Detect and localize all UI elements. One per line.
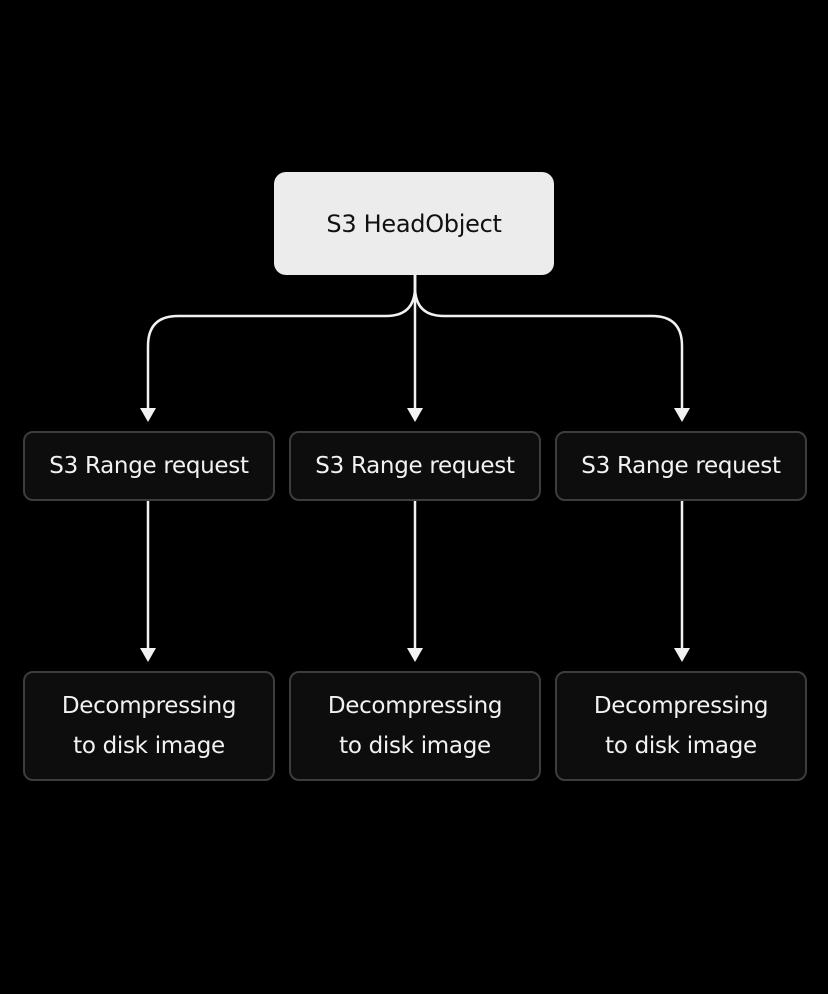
connector-root-to-range-1 — [146, 273, 417, 410]
node-decompressing-1-line1: Decompressing — [61, 693, 237, 719]
node-s3-range-request-1: S3 Range request — [23, 431, 275, 501]
node-decompressing-2-line1: Decompressing — [327, 693, 503, 719]
node-s3-headobject: S3 HeadObject — [274, 172, 554, 275]
node-decompressing-2: Decompressing to disk image — [289, 671, 541, 781]
connector-root-to-range-3 — [413, 273, 684, 410]
arrowhead-range-1 — [140, 408, 156, 422]
node-decompressing-3: Decompressing to disk image — [555, 671, 807, 781]
arrowhead-decompress-3 — [674, 648, 690, 662]
node-s3-range-request-3-label: S3 Range request — [581, 453, 781, 479]
node-s3-range-request-2: S3 Range request — [289, 431, 541, 501]
node-s3-range-request-2-label: S3 Range request — [315, 453, 515, 479]
arrowhead-range-2 — [407, 408, 423, 422]
arrowhead-range-3 — [674, 408, 690, 422]
node-s3-range-request-1-label: S3 Range request — [49, 453, 249, 479]
node-decompressing-1: Decompressing to disk image — [23, 671, 275, 781]
node-decompressing-3-line1: Decompressing — [593, 693, 769, 719]
arrowhead-decompress-2 — [407, 648, 423, 662]
node-s3-range-request-3: S3 Range request — [555, 431, 807, 501]
node-decompressing-2-line2: to disk image — [339, 733, 491, 759]
node-decompressing-1-line2: to disk image — [73, 733, 225, 759]
arrowhead-decompress-1 — [140, 648, 156, 662]
node-s3-headobject-label: S3 HeadObject — [326, 209, 502, 238]
node-decompressing-3-line2: to disk image — [605, 733, 757, 759]
